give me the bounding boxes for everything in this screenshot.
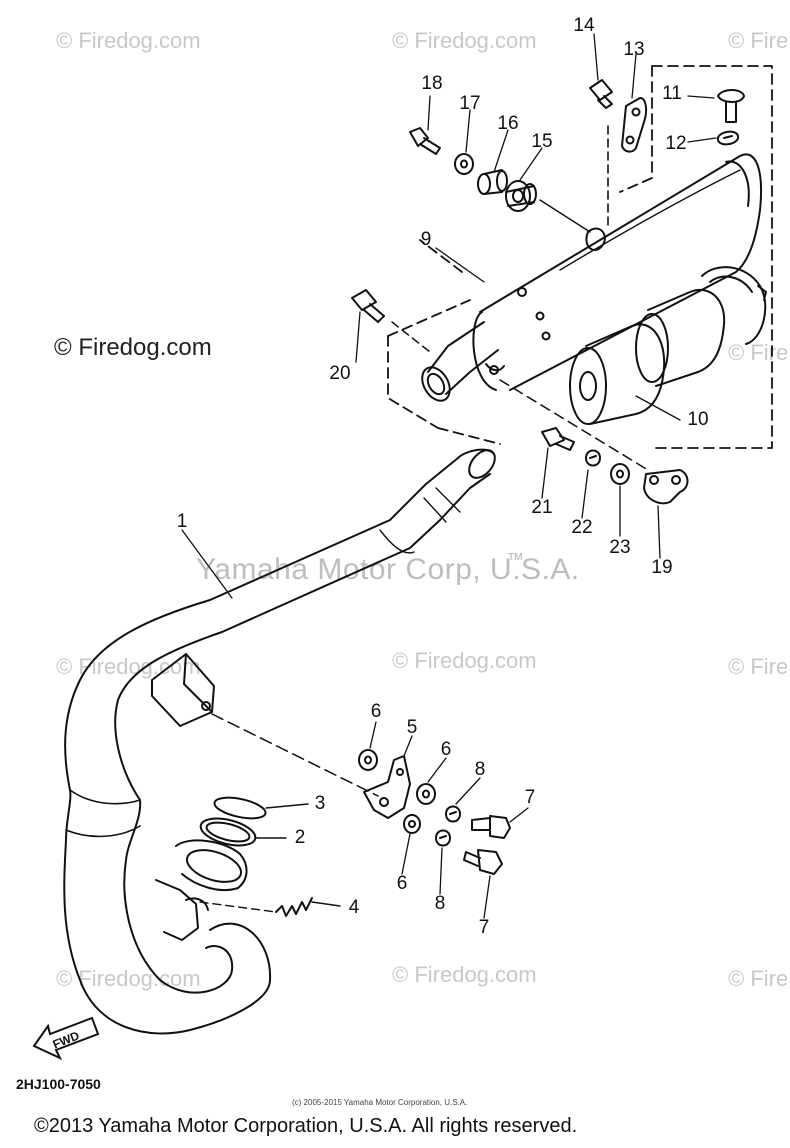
collar-16 <box>477 169 508 195</box>
part-label-14[interactable]: 14 <box>573 15 595 36</box>
muffler-assembly-outline <box>387 65 773 449</box>
part-label-7[interactable]: 7 <box>524 787 536 808</box>
part-label-8[interactable]: 8 <box>434 893 446 914</box>
watermark: © Firedog.com <box>54 334 212 361</box>
washer-17 <box>454 153 474 175</box>
bolt-20 <box>351 289 431 353</box>
part-label-19[interactable]: 19 <box>651 557 673 578</box>
part-label-8[interactable]: 8 <box>474 759 486 780</box>
watermark: © Firedog.com <box>56 28 201 53</box>
watermark: © Firedog.com <box>392 28 537 53</box>
watermark: © Fire <box>728 966 789 991</box>
part-label-21[interactable]: 21 <box>531 497 553 518</box>
exhaust-pipe <box>63 448 496 1035</box>
small-copyright: (c) 2005-2015 Yamaha Motor Corporation, … <box>292 1098 468 1107</box>
watermark: © Fire <box>728 654 789 679</box>
part-label-3[interactable]: 3 <box>314 793 326 814</box>
part-label-7[interactable]: 7 <box>478 917 490 938</box>
o-ring-3 <box>213 796 309 820</box>
part-label-17[interactable]: 17 <box>459 93 481 114</box>
washer-12 <box>716 130 740 146</box>
part-label-6[interactable]: 6 <box>440 739 452 760</box>
grommet-15 <box>505 180 591 233</box>
washer-6-bottom <box>403 814 421 834</box>
leader-lines <box>181 33 717 919</box>
bracket-13 <box>607 97 648 227</box>
part-label-12[interactable]: 12 <box>665 133 687 154</box>
watermark: © Fire <box>728 340 789 365</box>
part-label-18[interactable]: 18 <box>421 73 443 94</box>
washer-6-top <box>358 749 378 771</box>
gasket-2 <box>199 817 287 847</box>
bracket-5 <box>363 755 411 819</box>
watermark: © Firedog.com <box>392 648 537 673</box>
washer-8-top <box>445 805 461 823</box>
bolt-14 <box>589 79 613 109</box>
watermark: © Firedog.com <box>56 654 201 679</box>
watermark: © Fire <box>728 28 789 53</box>
washer-22 <box>585 449 601 467</box>
forward-arrow-icon <box>32 1016 100 1061</box>
diagram-code: 2HJ100-7050 <box>16 1076 101 1092</box>
part-label-13[interactable]: 13 <box>623 39 645 60</box>
part-label-4[interactable]: 4 <box>348 897 360 918</box>
part-label-10[interactable]: 10 <box>687 409 709 430</box>
spring-4 <box>199 897 341 917</box>
part-label-20[interactable]: 20 <box>329 363 351 384</box>
silencer-packing <box>569 266 767 425</box>
bolt-18 <box>409 127 441 155</box>
bolt-7-top <box>471 815 511 839</box>
part-label-6[interactable]: 6 <box>370 701 382 722</box>
bolt-21 <box>541 427 575 451</box>
part-label-2[interactable]: 2 <box>294 827 306 848</box>
part-label-11[interactable]: 11 <box>662 83 682 104</box>
washer-23 <box>610 463 630 485</box>
bracket-19 <box>499 379 689 505</box>
washer-6-mid <box>416 783 436 805</box>
part-label-6[interactable]: 6 <box>396 873 408 894</box>
part-label-23[interactable]: 23 <box>609 537 631 558</box>
bolt-11 <box>717 89 745 123</box>
part-label-15[interactable]: 15 <box>531 131 553 152</box>
part-label-22[interactable]: 22 <box>571 517 593 538</box>
part-label-5[interactable]: 5 <box>406 717 418 738</box>
muffler-body <box>421 153 762 402</box>
bolt-7-bottom <box>463 849 503 875</box>
part-label-1[interactable]: 1 <box>176 511 188 532</box>
part-label-16[interactable]: 16 <box>497 113 519 134</box>
watermark: © Firedog.com <box>392 962 537 987</box>
trademark-mark: TM <box>508 552 523 563</box>
part-label-9[interactable]: 9 <box>420 229 432 250</box>
washer-8-bottom <box>435 829 451 847</box>
footer-copyright: ©2013 Yamaha Motor Corporation, U.S.A. A… <box>34 1115 578 1137</box>
